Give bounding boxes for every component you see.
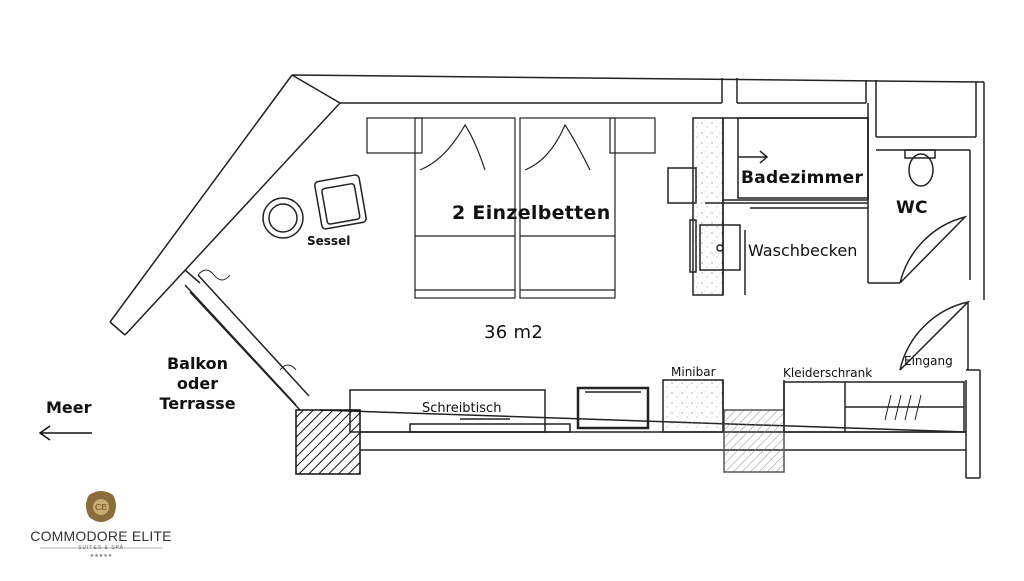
top-wall [291, 74, 985, 300]
side-table [262, 197, 304, 239]
entrance-label: Eingang [904, 354, 953, 368]
entrance-door [899, 300, 971, 371]
armchair [314, 174, 367, 230]
balcony-door [184, 269, 310, 411]
logo-tagline: SUITES & SPA [78, 545, 124, 551]
area-label: 36 m2 [484, 322, 544, 343]
wardrobe-label: Kleiderschrank [783, 366, 873, 380]
desk-label: Schreibtisch [422, 401, 502, 416]
beds-label: 2 Einzelbetten [452, 202, 611, 224]
wc-label: WC [896, 198, 928, 218]
pillar-right [723, 409, 785, 473]
logo-name: COMMODORE ELITE [30, 528, 172, 544]
sea-arrow [38, 425, 92, 441]
balcony-line2: oder [176, 374, 219, 393]
balcony-line3: Terrasse [159, 394, 236, 413]
beds [366, 117, 656, 299]
bathroom [667, 117, 869, 296]
diagonal-wall [109, 74, 341, 336]
minibar [662, 379, 724, 433]
bathroom-label: Badezimmer [741, 168, 864, 188]
desk [349, 386, 650, 433]
logo-crest: CE [86, 491, 116, 522]
sink-label: Waschbecken [748, 241, 858, 260]
balcony-line1: Balkon [166, 354, 229, 373]
logo-stars: ★★★★★ [90, 553, 113, 559]
sea-label: Meer [46, 398, 92, 417]
logo: COMMODORE ELITE SUITES & SPA [30, 488, 172, 558]
balcony-label: Balkon oder Terrasse [150, 354, 245, 414]
wc-room [867, 103, 971, 284]
minibar-label: Minibar [671, 365, 716, 379]
wardrobe [783, 381, 965, 433]
svg-text:CE: CE [95, 503, 107, 512]
armchair-label: Sessel [307, 234, 351, 248]
